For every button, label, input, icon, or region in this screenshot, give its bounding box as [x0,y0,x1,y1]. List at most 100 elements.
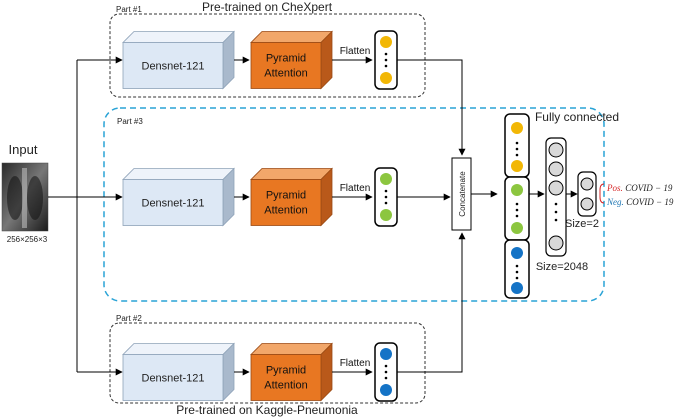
feature-ellipsis [384,52,388,56]
fc1-ellipsis [554,202,558,206]
input-size-label: 256×256×3 [7,235,48,244]
attention-top-face [250,31,333,43]
stack-ellipsis [515,264,519,268]
stack-ellipsis [515,270,519,274]
densenet-top-face [122,343,235,355]
xray-lung-left [7,176,23,220]
output-positive-prefix: Pos. [606,183,623,193]
feature-ellipsis [384,370,388,374]
attention-label-line1: Pyramid [266,190,306,202]
input-connectors [48,56,123,376]
output-positive-suffix: COVID − 19 [625,183,673,193]
attention-label-line2: Attention [264,68,307,80]
stack-ellipsis [515,147,519,151]
feature-dot-top [380,348,392,360]
attention-label-line1: Pyramid [266,53,306,65]
stack-ellipsis [515,276,519,280]
feature-ellipsis [384,364,388,368]
fc2-node [580,197,594,211]
feature-dot-top [380,173,392,185]
densenet-label: Densnet-121 [142,61,205,73]
concatenate-group: Concatenate [451,157,498,231]
fc2-node [580,177,594,191]
fc1-node [548,142,564,158]
flatten-label: Flatten [340,46,371,57]
stack-dot-yellow-bottom [511,160,523,172]
stack-ellipsis [515,214,519,218]
densenet-top-face [122,168,235,180]
part1-caption: Pre-trained on CheXpert [202,0,333,14]
input-group: Input 256×256×3 [1,142,49,244]
output-positive: Pos. COVID − 19 [606,183,673,193]
part3-tag: Part #3 [117,117,143,126]
stack-ellipsis [515,141,519,145]
feature-ellipsis [384,201,388,205]
stack-ellipsis [515,202,519,206]
densenet-label: Densnet-121 [142,198,205,210]
part3-group: Part #3 [103,107,605,302]
fc1-node [548,161,564,177]
part2-border [109,322,426,404]
attention-top-face [250,343,333,355]
feature-ellipsis [384,195,388,199]
arrow-part2-to-concat [397,232,466,373]
output-brace [599,183,605,204]
attention-label-line2: Attention [264,380,307,392]
attention-label-line1: Pyramid [266,365,306,377]
feature-dot-bottom [380,72,392,84]
feature-dot-bottom [380,384,392,396]
stack-dot-blue-bottom [511,282,523,294]
pyramid-attention-block [250,179,322,226]
pyramid-attention-block [250,354,322,401]
stack-segment-blue [504,239,530,299]
stack-dot-blue-top [511,247,523,259]
part1-tag: Part #1 [116,5,142,14]
stack-ellipsis [515,153,519,157]
branch-rows: Densnet-121PyramidAttentionFlattenDensne… [122,30,466,402]
fc1-ellipsis [554,210,558,214]
xray-spine [22,168,27,228]
fc1-node [548,235,564,251]
feature-ellipsis [384,189,388,193]
densenet-label: Densnet-121 [142,373,205,385]
densenet-block [122,42,224,89]
output-negative: Neg. COVID − 19 [606,197,674,207]
fully-connected-group: Fully connected Size=2048 Size=2 Pos. CO… [529,110,674,273]
stack-ellipsis [515,208,519,212]
feature-dot-top [380,36,392,48]
part3-border [103,107,605,302]
xray-lung-right [27,176,43,220]
fc-title: Fully connected [535,110,619,124]
flatten-label: Flatten [340,358,371,369]
fc1-size-label: Size=2048 [536,261,588,273]
fc2-size-label: Size=2 [565,218,599,230]
feature-dot-bottom [380,209,392,221]
flatten-label: Flatten [340,183,371,194]
fc1-ellipsis [554,218,558,222]
concat-connectors [397,59,466,373]
densenet-block [122,354,224,401]
part2-caption: Pre-trained on Kaggle-Pneumonia [176,403,358,417]
part2-group: Part #2 Pre-trained on Kaggle-Pneumonia [109,314,426,417]
output-negative-prefix: Neg. [606,197,624,207]
stack-dot-green-bottom [511,222,523,234]
stack-dot-green-top [511,184,523,196]
feature-ellipsis [384,376,388,380]
output-negative-suffix: COVID − 19 [626,197,674,207]
feature-ellipsis [384,58,388,62]
attention-label-line2: Attention [264,205,307,217]
feature-ellipsis [384,64,388,68]
arrow-part1-to-concat [397,59,466,156]
part1-group: Part #1 Pre-trained on CheXpert [109,0,426,98]
densenet-top-face [122,31,235,43]
concatenate-label: Concatenate [458,171,467,217]
input-label: Input [9,142,38,157]
attention-top-face [250,168,333,180]
densenet-block [122,179,224,226]
fc1-node [548,180,564,196]
concatenated-vector [504,113,530,299]
